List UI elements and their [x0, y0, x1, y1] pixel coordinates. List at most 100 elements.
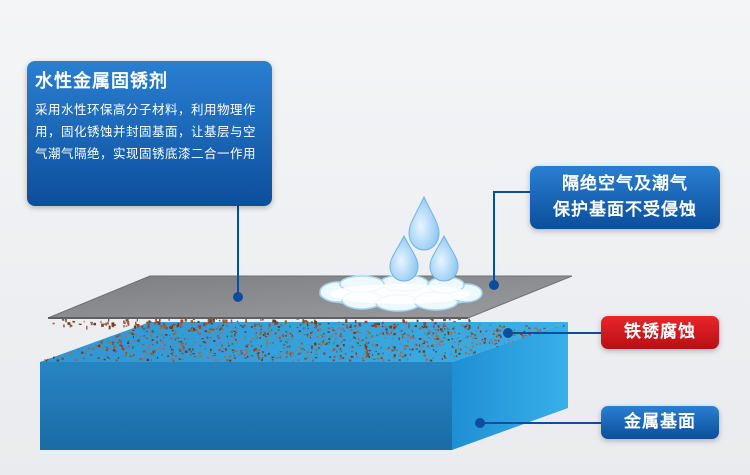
- rust-speck: [195, 327, 197, 330]
- rust-speck: [267, 352, 270, 355]
- rust-speck: [289, 333, 292, 335]
- rust-speck: [143, 343, 146, 345]
- rust-speck: [435, 351, 437, 353]
- rust-speck: [343, 330, 345, 332]
- rust-speck: [268, 334, 271, 337]
- rust-speck: [329, 356, 331, 359]
- rust-speck: [141, 358, 144, 361]
- rust-speck: [125, 325, 128, 327]
- rust-speck: [298, 339, 300, 342]
- rust-speck: [202, 329, 204, 331]
- rust-speck: [93, 346, 95, 349]
- rust-speck: [104, 347, 107, 350]
- rust-speck: [399, 354, 402, 357]
- rust-speck: [299, 359, 301, 361]
- rust-speck: [394, 332, 397, 335]
- rust-speck: [319, 328, 321, 331]
- rust-speck: [152, 350, 155, 352]
- rust-pointer-dot: [503, 328, 513, 338]
- rust-speck: [262, 357, 264, 360]
- rust-speck: [475, 330, 477, 332]
- rust-speck: [97, 357, 100, 359]
- rust-speck: [259, 337, 261, 339]
- rust-speck: [451, 345, 453, 348]
- rust-speck: [111, 322, 115, 327]
- rust-speck: [499, 325, 501, 328]
- rust-speck: [263, 331, 267, 334]
- rust-speck: [254, 347, 257, 351]
- rust-speck: [334, 330, 336, 332]
- rust-speck: [425, 325, 428, 329]
- rust-speck: [317, 328, 320, 332]
- rust-speck: [111, 341, 115, 343]
- rust-speck: [157, 334, 159, 336]
- rust-speck: [227, 346, 229, 348]
- rust-speck: [120, 343, 122, 346]
- rust-speck: [121, 347, 125, 351]
- rust-speck: [163, 333, 165, 336]
- rust-speck: [354, 325, 357, 327]
- rust-speck: [47, 358, 49, 361]
- rust-speck: [273, 354, 276, 357]
- rust-speck: [116, 350, 119, 353]
- rust-speck: [185, 328, 188, 331]
- rust-speck: [286, 352, 288, 355]
- rust-speck: [180, 321, 182, 326]
- rust-speck: [211, 338, 213, 341]
- rust-speck: [101, 340, 104, 342]
- rust-speck: [271, 356, 274, 359]
- rust-speck: [243, 354, 246, 356]
- rust-speck: [156, 341, 158, 345]
- rust-speck: [75, 359, 78, 361]
- rust-speck: [87, 348, 89, 351]
- rust-speck: [389, 325, 392, 329]
- rust-speck: [563, 324, 565, 327]
- rust-speck: [458, 318, 461, 320]
- rust-speck: [489, 330, 491, 332]
- rust-speck: [403, 348, 406, 351]
- rust-speck: [178, 348, 181, 350]
- rust-speck: [164, 344, 166, 346]
- rust-speck: [179, 349, 182, 352]
- rust-speck: [130, 359, 133, 362]
- rust-speck: [503, 342, 505, 344]
- rust-speck: [174, 338, 177, 340]
- rust-speck: [106, 353, 108, 355]
- rust-speck: [299, 324, 302, 326]
- rust-speck: [520, 333, 522, 335]
- rust-speck: [458, 340, 460, 343]
- rust-speck: [408, 348, 411, 351]
- rust-speck: [61, 357, 64, 360]
- rust-speck: [297, 359, 299, 361]
- rust-speck: [306, 335, 309, 338]
- rust-speck: [525, 335, 528, 337]
- rust-speck: [184, 338, 186, 340]
- rust-speck: [443, 318, 446, 322]
- rust-speck: [393, 354, 396, 357]
- rust-speck: [180, 319, 184, 323]
- rust-speck: [63, 324, 65, 328]
- rust-speck: [466, 324, 469, 326]
- rust-speck: [345, 319, 348, 323]
- rust-speck: [496, 330, 498, 333]
- rust-speck: [419, 327, 422, 330]
- rust-speck: [318, 347, 321, 349]
- rust-speck: [427, 332, 430, 335]
- rust-speck: [450, 352, 452, 356]
- rust-speck: [364, 355, 366, 357]
- rust-speck: [94, 322, 96, 326]
- rust-speck: [401, 333, 404, 336]
- rust-speck: [154, 321, 156, 325]
- rust-speck: [333, 348, 336, 351]
- rust-speck: [338, 321, 340, 323]
- rust-speck: [385, 347, 388, 350]
- rust-speck: [420, 348, 423, 350]
- rust-speck: [359, 332, 362, 334]
- rust-speck: [260, 328, 262, 331]
- rust-speck: [119, 340, 122, 343]
- rust-speck: [337, 327, 340, 329]
- rust-speck: [473, 352, 475, 354]
- rust-speck: [156, 356, 159, 359]
- rust-speck: [197, 341, 199, 343]
- rust-speck: [318, 323, 322, 326]
